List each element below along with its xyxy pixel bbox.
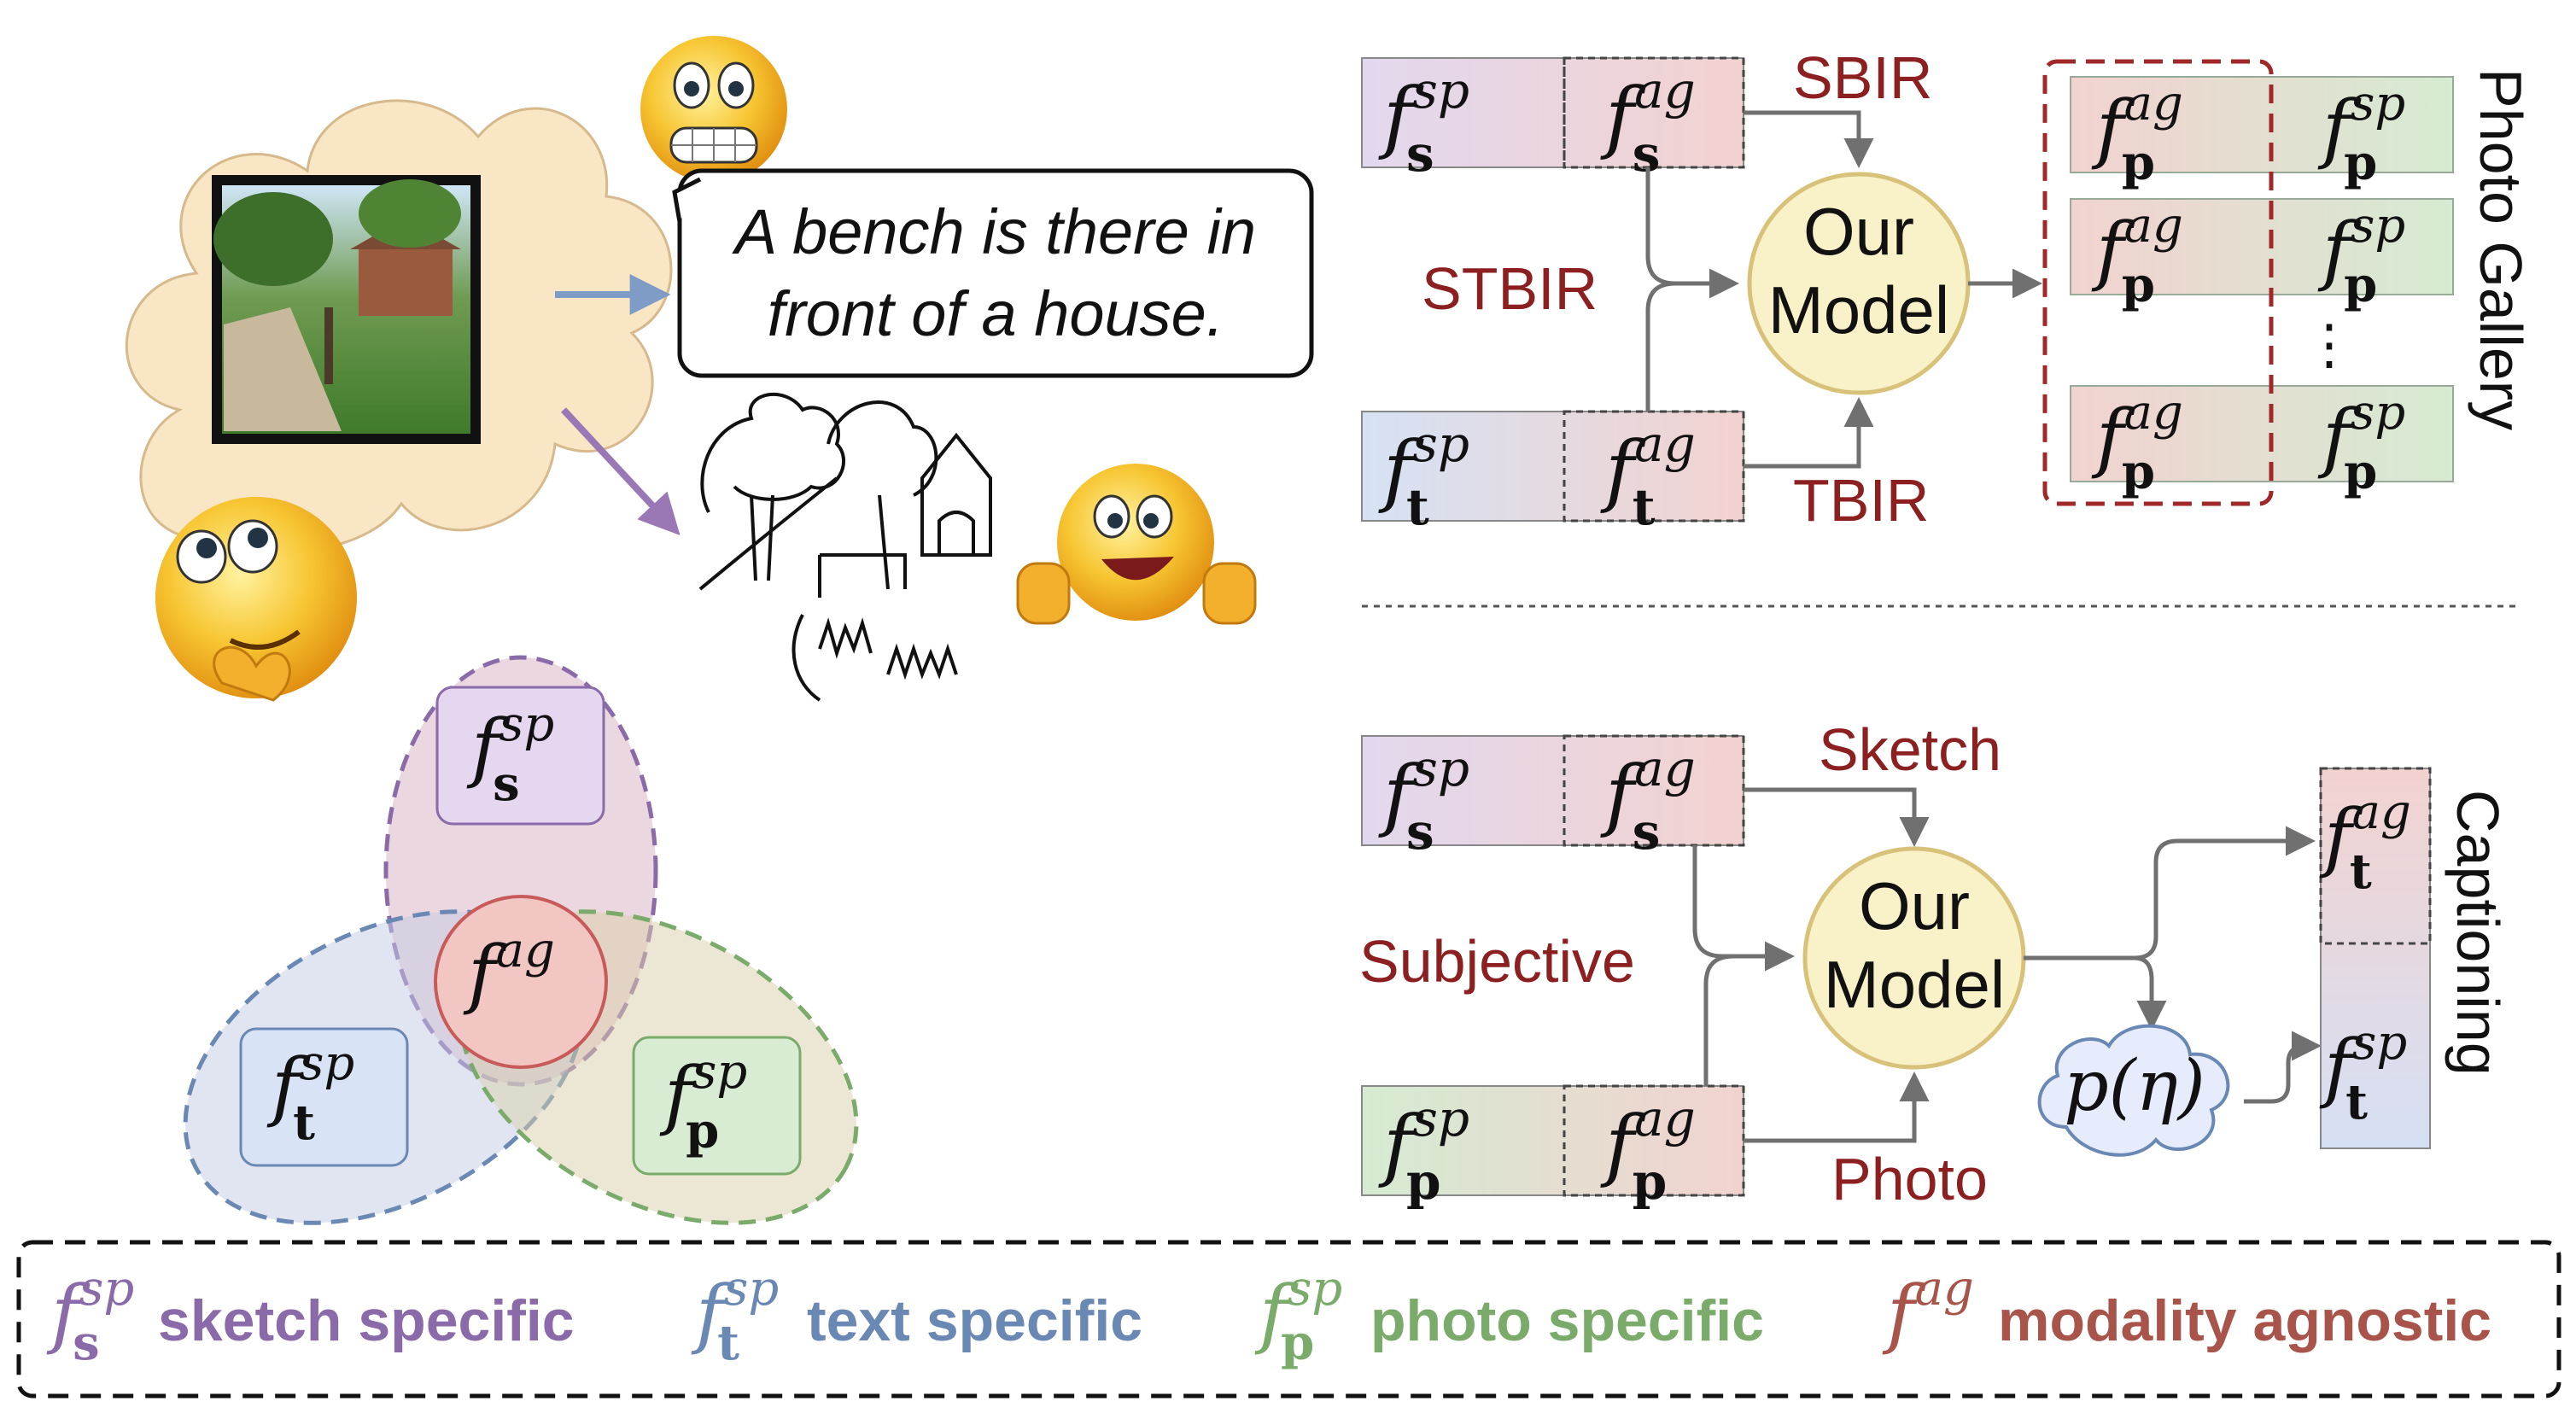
tbir-label: TBIR bbox=[1793, 467, 1929, 534]
caption-line-2: front of a house. bbox=[767, 278, 1224, 349]
model-to-p-eta-arrow bbox=[2134, 955, 2167, 1031]
svg-text:p(η): p(η) bbox=[2064, 1046, 2205, 1127]
photo-to-sketch-arrow bbox=[561, 407, 681, 536]
legend-agnostic-label: modality agnostic bbox=[1998, 1288, 2491, 1353]
svg-text:Model: Model bbox=[1824, 947, 2005, 1022]
sketch-drawing bbox=[698, 393, 992, 702]
legend-sketch-label: sketch specific bbox=[158, 1288, 575, 1353]
svg-text:Model: Model bbox=[1768, 272, 1949, 347]
svg-text:Our: Our bbox=[1859, 868, 1970, 943]
tbir-arrow bbox=[1744, 397, 1874, 469]
subjective-arrow-top bbox=[1692, 845, 1795, 972]
cap-photo-arrow bbox=[1744, 1072, 1930, 1143]
subjective-label: Subjective bbox=[1359, 928, 1635, 995]
legend-photo-label: photo specific bbox=[1370, 1288, 1764, 1353]
model-to-caption-ag-arrow bbox=[2024, 826, 2316, 961]
scared-emoji-icon bbox=[640, 36, 787, 183]
venn-agnostic-circle bbox=[434, 895, 608, 1069]
sbir-arrow bbox=[1744, 110, 1874, 168]
legend-text-label: text specific bbox=[807, 1288, 1142, 1353]
thinking-emoji-icon bbox=[155, 497, 357, 702]
caption-line-1: A bench is there in bbox=[734, 196, 1257, 267]
subjective-arrow-bottom bbox=[1703, 954, 1734, 1086]
svg-text:Our: Our bbox=[1803, 194, 1914, 269]
sbir-label: SBIR bbox=[1793, 44, 1932, 111]
gallery-ellipsis: ⋮ bbox=[2302, 313, 2357, 377]
p-eta-to-caption-arrow bbox=[2244, 1031, 2322, 1104]
p-eta-cloud: p(η) bbox=[2037, 1024, 2230, 1157]
agnostic-gallery-box bbox=[2042, 59, 2274, 506]
stbir-label: STBIR bbox=[1422, 255, 1598, 322]
stbir-arrow-top bbox=[1645, 167, 1739, 299]
thumbs-up-emoji-icon bbox=[1016, 464, 1257, 625]
photo-gallery-label: Photo Gallery bbox=[2468, 68, 2534, 430]
caption-speech-box bbox=[672, 168, 1314, 378]
photo-label: Photo bbox=[1831, 1146, 1988, 1212]
sketch-label: Sketch bbox=[1819, 716, 2001, 783]
stbir-arrow-bottom bbox=[1645, 281, 1676, 412]
cap-sketch-arrow bbox=[1744, 787, 1930, 847]
photo-thumbnail bbox=[212, 175, 481, 444]
captioning-label: Captioning bbox=[2445, 790, 2511, 1076]
